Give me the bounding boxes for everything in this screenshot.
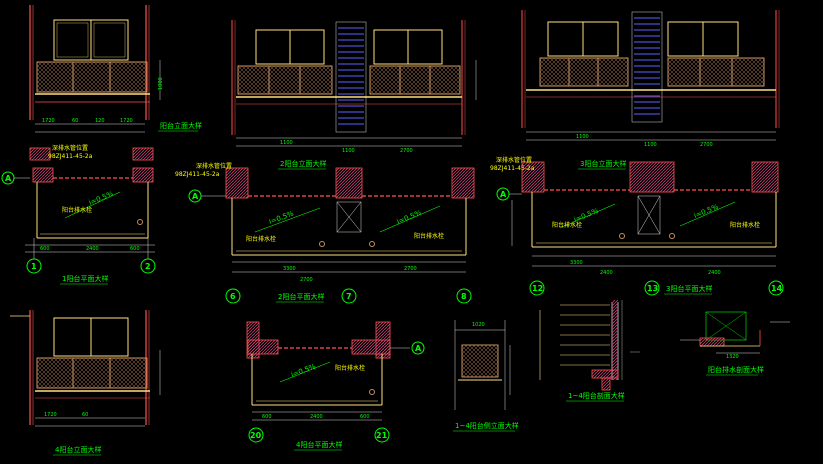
dim-label: 600 [360,414,370,420]
view-title: 阳台排水剖面大样 [708,365,764,374]
grid-label: 7 [346,292,352,301]
dim-label: 120 [95,118,105,124]
view-2-plan: A i=0.5% i=0.5% 阳台排水栓 阳台排水栓 深排水管位置 98ZJ4… [175,162,475,304]
drain-label: 阳台排水栓 [552,221,582,229]
grid-bubble [225,288,241,304]
slope-label: i=0.5% [268,209,295,225]
grid-label: A [415,344,422,353]
view-1-plan: A i=0.5% 阳台排水栓 深排水管位置 98ZJ411-45-2a 600 … [1,144,156,285]
callout-ref: 98ZJ411-45-2a [490,165,535,172]
view-title: 2阳台平面大样 [278,292,324,301]
view-3-elevation: 1100 1100 2700 3阳台立面大样 [521,10,780,170]
view-title: 1~4阳台侧立面大样 [455,421,519,430]
dim-label: 2700 [404,266,417,272]
dim-label: 1100 [576,134,589,140]
grid-label: 12 [532,284,543,293]
dim-label: 1720 [44,412,57,418]
grid-label: 13 [647,284,658,293]
dim-label: 2400 [86,246,99,252]
grid-label: A [5,174,12,183]
dim-label: 1000 [158,77,164,90]
view-3-plan: A i=0.5% i=0.5% 阳台排水栓 阳台排水栓 深排水管位置 98ZJ4… [490,156,784,296]
view-1-elevation: 1720 60 120 1720 1000 阳台立面大样 [29,5,202,133]
dim-label: 600 [130,246,140,252]
dim-label: 2700 [300,277,313,283]
view-title: 4阳台立面大样 [55,445,101,454]
callout-ref: 98ZJ411-45-2a [48,153,93,160]
dim-label: 600 [262,414,272,420]
grid-bubble [411,341,425,355]
view-title: 4阳台平面大样 [296,440,342,449]
callout-label: 深排水管位置 [196,162,232,170]
dim-label: 1320 [726,354,739,360]
dim-label: 2700 [400,148,413,154]
view-4-plan: A i=0.5% 阳台排水栓 600 2400 600 20 21 4阳台平面大… [246,321,425,451]
dim-label: 600 [40,246,50,252]
view-4-elevation: 1720 60 4阳台立面大样 [10,310,161,456]
view-title: 1阳台平面大样 [62,274,108,283]
drain-label: 阳台排水栓 [730,221,760,229]
grid-bubble [644,280,660,296]
slope-label: i=0.5% [88,190,115,207]
view-title: 阳台立面大样 [160,121,202,130]
grid-label: 2 [145,262,151,271]
grid-bubble [374,427,390,443]
drain-label: 阳台排水栓 [414,232,444,240]
dim-label: 3300 [570,260,583,266]
grid-bubble [341,288,357,304]
drain-label: 阳台排水栓 [335,364,365,372]
dim-label: 1100 [342,148,355,154]
view-7-section: 1320 阳台排水剖面大样 [680,311,790,376]
dim-label: 2400 [310,414,323,420]
grid-label: 20 [250,431,262,440]
grid-label: 14 [771,284,783,293]
dim-label: 1720 [42,118,55,124]
grid-bubble [456,288,472,304]
grid-bubble [529,280,545,296]
view-5-side-elevation: 1020 1~4阳台侧立面大样 [453,320,519,432]
grid-bubble [768,280,784,296]
dim-label: 1020 [472,322,485,328]
grid-bubble [140,258,156,274]
callout-label: 深排水管位置 [496,156,532,164]
view-title: 2阳台立面大样 [280,159,326,168]
slope-label: i=0.5% [396,209,423,226]
dim-label: 60 [82,412,88,418]
view-title: 1~4阳台剖面大样 [568,391,625,400]
callout-ref: 98ZJ411-45-2a [175,171,220,178]
grid-label: A [192,192,199,201]
view-title: 3阳台平面大样 [666,284,712,293]
grid-bubble [26,258,42,274]
dim-label: 2400 [708,270,721,276]
dim-label: 1720 [120,118,133,124]
grid-bubble [248,427,264,443]
dim-label: 1100 [280,140,293,146]
dim-label: 2400 [600,270,613,276]
view-2-elevation: 1100 1100 2700 2阳台立面大样 [231,20,477,170]
view-6-section: 1~4阳台剖面大样 [539,300,640,402]
view-title: 3阳台立面大样 [580,159,626,168]
slope-label: i=0.5% [290,362,317,378]
dim-label: 60 [72,118,78,124]
grid-label: 21 [376,431,388,440]
drain-label: 阳台排水栓 [62,206,92,214]
grid-label: 1 [31,262,37,271]
callout-label: 深排水管位置 [52,144,88,152]
grid-label: 8 [461,292,467,301]
drain-label: 阳台排水栓 [246,235,276,243]
grid-label: 6 [230,292,236,301]
slope-label: i=0.5% [693,203,720,220]
grid-label: A [500,190,507,199]
dim-label: 3300 [283,266,296,272]
dim-label: 1100 [644,142,657,148]
dim-label: 2700 [700,142,713,148]
